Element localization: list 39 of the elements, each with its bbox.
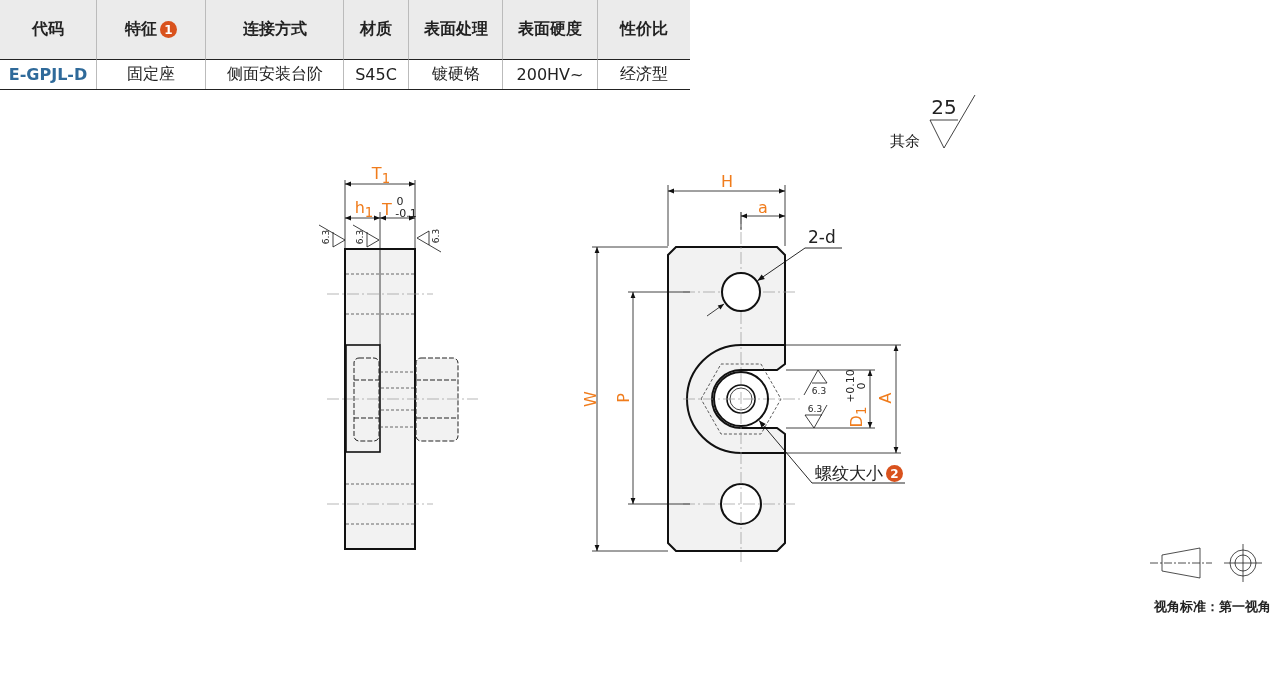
column-header: 性价比 <box>620 19 668 40</box>
table-cell: 经济型 <box>620 64 668 85</box>
dimension-label: h$_{1}$ <box>354 200 374 220</box>
column-header: 表面硬度 <box>518 19 582 40</box>
dimension-value: -0.1 <box>395 207 417 219</box>
callout-text: 螺纹大小 <box>815 462 883 485</box>
column-header: 材质 <box>360 19 392 40</box>
column-header: 代码 <box>32 19 64 40</box>
product-code: E-GPJL-D <box>8 65 88 84</box>
table-cell: 固定座 <box>127 64 175 85</box>
dimension-label: 其余 <box>890 133 920 149</box>
column-header: 表面处理 <box>423 19 488 40</box>
dimension-label: T <box>382 202 392 218</box>
dimension-value: +0.10 <box>844 369 856 403</box>
column-header: 特征 <box>125 19 157 40</box>
dimension-label: W <box>583 391 599 407</box>
dimension-label: T$_{1}$ <box>371 166 391 186</box>
dimension-value: 6.3 <box>807 404 823 414</box>
dimension-label: a <box>758 200 768 216</box>
dimension-label: 25 <box>931 97 957 117</box>
table-cell: S45C <box>355 65 397 84</box>
dimension-value: 6.3 <box>355 229 365 245</box>
table-cell: 200HV~ <box>516 65 584 84</box>
callout-text: 2-d <box>808 227 836 247</box>
dimension-label: P <box>616 393 632 403</box>
table-cell: 镀硬铬 <box>431 64 480 85</box>
dimension-value: 6.3 <box>811 386 827 396</box>
dimension-value: 0 <box>396 195 404 207</box>
note-text: 视角标准：第一视角 <box>1153 599 1271 613</box>
dimension-value: 6.3 <box>321 229 331 245</box>
number-badge: 1 <box>160 21 177 38</box>
dimension-value: 0 <box>855 382 867 390</box>
bolt-circle <box>713 371 769 427</box>
column-header: 连接方式 <box>242 19 307 40</box>
number-badge: 2 <box>886 465 903 482</box>
dimension-label: A <box>878 392 894 404</box>
dimension-value: 6.3 <box>431 228 441 244</box>
table-cell: 侧面安装台阶 <box>226 64 323 85</box>
dimension-label: H <box>721 174 733 190</box>
